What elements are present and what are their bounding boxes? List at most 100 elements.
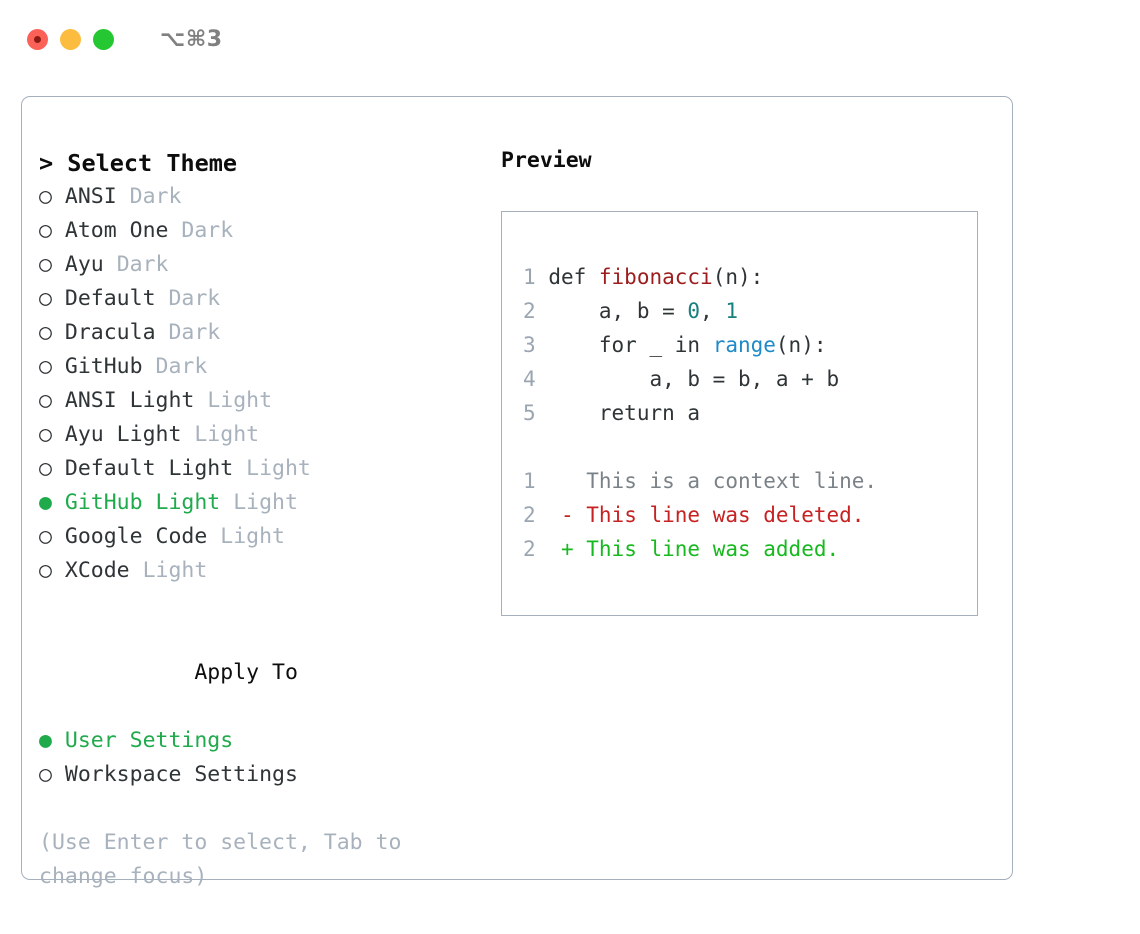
spacer: [52, 456, 65, 481]
theme-list[interactable]: ○ ANSI Dark○ Atom One Dark○ Ayu Dark○ De…: [39, 180, 479, 588]
code-line: 1 def fibonacci(n):: [523, 260, 977, 294]
theme-variant-badge: Dark: [181, 218, 234, 243]
line-number: 5: [523, 401, 536, 425]
spacer: [574, 537, 587, 561]
apply-to-header: Apply To: [39, 622, 479, 724]
hint-spacer: [39, 792, 479, 826]
gutter-gap: [536, 537, 561, 561]
theme-variant-badge: Dark: [168, 286, 221, 311]
spacer: [52, 388, 65, 413]
theme-variant-badge: Light: [246, 456, 311, 481]
theme-option-label: GitHub Light: [64, 490, 221, 515]
code-token-num: 1: [725, 299, 738, 323]
maximize-window-button[interactable]: [93, 28, 114, 50]
diff-text: This is a context line.: [586, 469, 878, 493]
theme-option-xcode[interactable]: ○ XCode Light: [39, 554, 479, 588]
spacer: [52, 728, 65, 753]
diff-line-deleted: 2 - This line was deleted.: [523, 498, 977, 532]
line-number: 2: [523, 503, 536, 527]
theme-variant-badge: Light: [142, 558, 208, 583]
diff-sign: [561, 469, 574, 493]
spacer: [104, 252, 117, 277]
spacer: [181, 422, 194, 447]
theme-option-github-light[interactable]: ● GitHub Light Light: [39, 486, 479, 520]
radio-selected-icon: ●: [39, 490, 52, 515]
theme-option-label: Dracula: [64, 320, 156, 345]
spacer: [52, 558, 65, 583]
spacer: [52, 524, 65, 549]
theme-option-google-code[interactable]: ○ Google Code Light: [39, 520, 479, 554]
line-number: 1: [523, 469, 536, 493]
preview-column: Preview 1 def fibonacci(n):2 a, b = 0, 1…: [501, 146, 997, 616]
code-token-plain: ,: [700, 299, 726, 323]
radio-unselected-icon: ○: [39, 762, 52, 787]
diff-text: This line was deleted.: [586, 503, 865, 527]
diff-sample: 1 This is a context line.2 - This line w…: [523, 464, 977, 566]
theme-option-label: Atom One: [64, 218, 169, 243]
line-number: 4: [523, 367, 536, 391]
apply-to-option-label: Workspace Settings: [64, 762, 298, 787]
theme-option-label: Default Light: [64, 456, 234, 481]
spacer: [220, 490, 233, 515]
theme-option-ansi[interactable]: ○ ANSI Dark: [39, 180, 479, 214]
code-token-plain: def: [548, 265, 599, 289]
theme-option-default-light[interactable]: ○ Default Light Light: [39, 452, 479, 486]
minimize-window-button[interactable]: [60, 28, 81, 50]
theme-option-github[interactable]: ○ GitHub Dark: [39, 350, 479, 384]
theme-option-default[interactable]: ○ Default Dark: [39, 282, 479, 316]
spacer: [156, 286, 169, 311]
radio-unselected-icon: ○: [39, 320, 52, 345]
radio-unselected-icon: ○: [39, 422, 52, 447]
radio-selected-icon: ●: [39, 728, 52, 753]
code-token-plain: for _ in: [548, 333, 713, 357]
theme-option-ayu-light[interactable]: ○ Ayu Light Light: [39, 418, 479, 452]
spacer: [574, 503, 587, 527]
theme-option-ansi-light[interactable]: ○ ANSI Light Light: [39, 384, 479, 418]
spacer: [52, 252, 65, 277]
apply-to-list[interactable]: ● User Settings○ Workspace Settings: [39, 724, 479, 792]
theme-option-dracula[interactable]: ○ Dracula Dark: [39, 316, 479, 350]
theme-option-ayu[interactable]: ○ Ayu Dark: [39, 248, 479, 282]
diff-line-context: 1 This is a context line.: [523, 464, 977, 498]
section-spacer: [39, 588, 479, 622]
code-token-plain: return a: [548, 401, 701, 425]
theme-option-label: GitHub: [64, 354, 143, 379]
title-bar: ⌥⌘3: [0, 0, 1140, 78]
radio-unselected-icon: ○: [39, 218, 52, 243]
gutter-gap: [536, 503, 561, 527]
spacer: [52, 354, 65, 379]
theme-option-label: Default: [64, 286, 156, 311]
theme-option-atom-one[interactable]: ○ Atom One Dark: [39, 214, 479, 248]
theme-variant-badge: Light: [220, 524, 285, 549]
window-title-shortcut: ⌥⌘3: [160, 26, 223, 52]
line-number: 1: [523, 265, 536, 289]
code-line: 5 return a: [523, 396, 977, 430]
keyboard-hint: (Use Enter to select, Tab to change focu…: [39, 830, 402, 889]
apply-to-option-workspace-settings[interactable]: ○ Workspace Settings: [39, 758, 479, 792]
theme-variant-badge: Dark: [155, 354, 208, 379]
code-token-call: range: [712, 333, 776, 357]
preview-header: Preview: [501, 148, 592, 173]
code-token-plain: a, b =: [548, 299, 688, 323]
select-theme-header: > Select Theme: [39, 149, 238, 177]
radio-unselected-icon: ○: [39, 524, 52, 549]
spacer: [233, 456, 246, 481]
theme-option-label: Ayu: [64, 252, 104, 277]
code-line: 2 a, b = 0, 1: [523, 294, 977, 328]
close-window-button[interactable]: [27, 28, 48, 50]
gutter-gap: [536, 469, 561, 493]
radio-unselected-icon: ○: [39, 354, 52, 379]
apply-to-option-user-settings[interactable]: ● User Settings: [39, 724, 479, 758]
theme-variant-badge: Dark: [168, 320, 221, 345]
apply-to-label: Apply To: [194, 660, 298, 685]
gutter-gap: [536, 401, 549, 425]
spacer: [574, 469, 587, 493]
gutter-gap: [536, 299, 549, 323]
radio-unselected-icon: ○: [39, 286, 52, 311]
theme-option-label: Google Code: [64, 524, 208, 549]
code-token-plain: a, b = b, a + b: [548, 367, 840, 391]
theme-option-label: XCode: [64, 558, 130, 583]
